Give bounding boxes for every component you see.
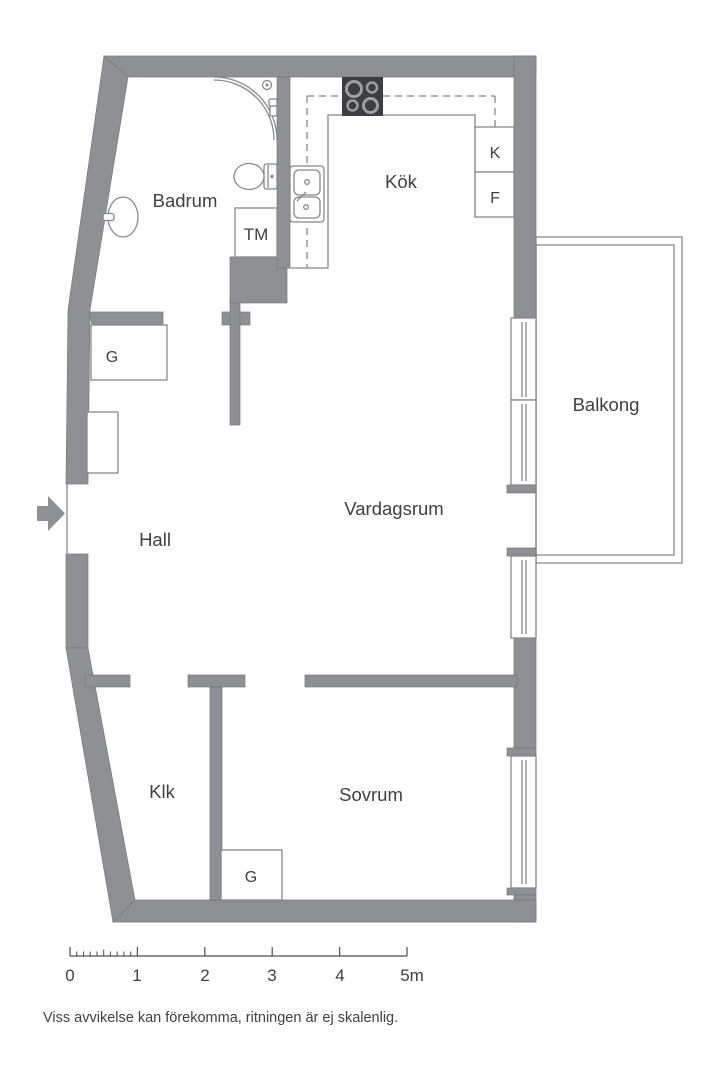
- washing-machine-box: [234, 207, 278, 258]
- room-label-balkong: Balkong: [573, 394, 640, 415]
- scale-bar-labels: 0 1 2 3 4 5m: [65, 966, 424, 985]
- walls: [65, 55, 537, 923]
- scale-tick-label-3: 3: [267, 966, 276, 985]
- disclaimer-text: Viss avvikelse kan förekomma, ritningen …: [43, 1010, 398, 1026]
- room-label-sovrum: Sovrum: [339, 784, 403, 805]
- wardrobe-box-hall: [90, 324, 168, 381]
- entrance-arrow-icon: [37, 496, 65, 531]
- scale-tick-label-1: 1: [132, 966, 141, 985]
- window-icon-sovrum: [510, 755, 537, 889]
- scale-tick-label-5: 5m: [400, 966, 424, 985]
- toilet-icon: [233, 162, 278, 191]
- fridge-label: K: [490, 145, 501, 162]
- stove-icon: [342, 77, 383, 116]
- window-icon-vardagsrum-upper: [510, 317, 537, 486]
- washing-machine-label: TM: [244, 225, 269, 244]
- scale-tick-label-0: 0: [65, 966, 74, 985]
- bathroom-sink-icon: [102, 196, 139, 238]
- scale-tick-label-2: 2: [200, 966, 209, 985]
- freezer-box: [474, 171, 515, 218]
- window-icon-vardagsrum-lower: [510, 555, 537, 639]
- scale-tick-label-4: 4: [335, 966, 344, 985]
- room-label-vardagsrum: Vardagsrum: [344, 498, 443, 519]
- freezer-label: F: [490, 190, 500, 207]
- wardrobe-box-sovrum: [220, 849, 283, 901]
- room-label-hall: Hall: [139, 529, 171, 550]
- shower-icon: [213, 76, 278, 141]
- wardrobe-label-hall: G: [106, 349, 118, 366]
- kitchen-counter: [290, 114, 515, 269]
- fridge-box: [474, 126, 515, 173]
- room-label-klk: Klk: [149, 781, 175, 802]
- room-label-badrum: Badrum: [153, 190, 218, 211]
- scale-bar: [69, 947, 408, 957]
- hall-cabinet-box: [86, 411, 119, 474]
- room-label-kok: Kök: [385, 171, 418, 192]
- wardrobe-label-sovrum: G: [245, 869, 257, 886]
- kitchen-sink-icon: [289, 165, 325, 223]
